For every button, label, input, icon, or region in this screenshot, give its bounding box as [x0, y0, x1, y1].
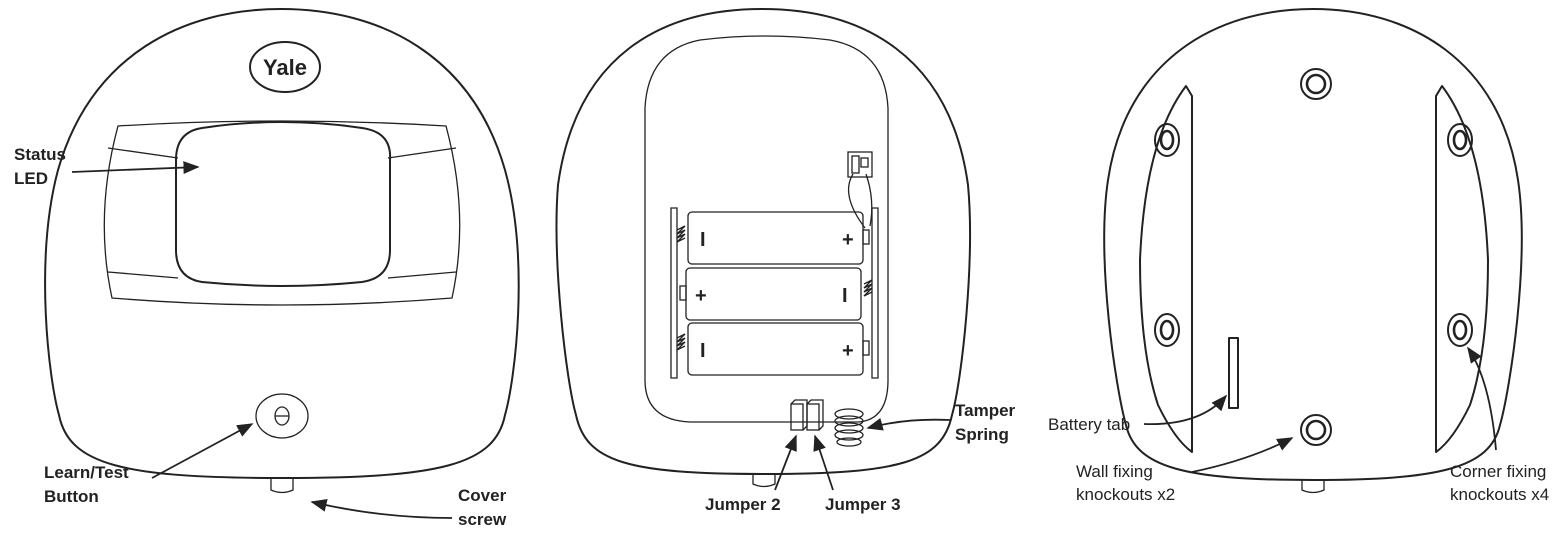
jumper-3-pointer	[813, 434, 834, 491]
yale-logo: Yale	[263, 55, 307, 80]
battery-1	[687, 211, 864, 265]
back-left-rail	[1139, 85, 1193, 453]
yale-logo-oval	[249, 41, 321, 93]
tamper-spring-label: Tamper Spring	[955, 401, 1020, 444]
connector	[847, 151, 873, 178]
jumper-2	[790, 403, 804, 431]
wall-fixing-pointer	[1191, 437, 1294, 473]
front-view: Yale Status LED Learn/Test Button Cover …	[14, 8, 520, 529]
corner-knockout-bl	[1154, 313, 1180, 347]
battery-tab	[1228, 337, 1239, 409]
battery-tab-label: Battery tab	[1048, 415, 1130, 434]
battery-1-pos: +	[842, 229, 854, 251]
learn-test-button	[255, 393, 309, 439]
learn-test-label: Learn/Test Button	[44, 463, 133, 506]
battery-3	[687, 322, 864, 376]
front-lens-window	[103, 120, 461, 306]
battery-1-neg: I	[700, 229, 706, 251]
tamper-pointer	[866, 417, 951, 431]
status-led-pointer	[71, 161, 200, 175]
learn-test-pointer	[151, 423, 254, 479]
battery-3-neg: I	[700, 340, 706, 362]
wall-fixing-label: Wall fixing knockouts x2	[1076, 462, 1175, 504]
battery-tab-pointer	[1143, 394, 1228, 425]
corner-fixing-label: Corner fixing knockouts x4	[1450, 462, 1551, 504]
battery-compartment	[644, 35, 889, 423]
corner-knockout-tr	[1447, 123, 1473, 157]
front-cover-screw	[270, 478, 294, 494]
corner-knockout-br	[1447, 313, 1473, 347]
jumper-2-pointer	[774, 434, 797, 491]
jumper-3	[806, 403, 820, 431]
back-view: Battery tab Wall fixing knockouts x2 Cor…	[1048, 8, 1551, 504]
battery-2-neg: I	[842, 285, 848, 307]
front-lens-inner	[107, 147, 457, 279]
battery-2	[685, 267, 862, 321]
back-right-rail	[1435, 85, 1489, 453]
jumper-2-label: Jumper 2	[705, 495, 781, 514]
inside-view: I + + I I + Tamper Spring Jum	[555, 8, 1020, 514]
cover-screw-pointer	[310, 499, 453, 519]
battery-2-pos: +	[695, 285, 707, 307]
wall-knockout-bottom	[1300, 414, 1332, 446]
jumper-3-label: Jumper 3	[825, 495, 901, 514]
status-led-label: Status LED	[14, 145, 71, 188]
back-body-outline	[1103, 8, 1523, 481]
inside-body-outline	[555, 8, 971, 475]
status-led-window	[175, 121, 392, 287]
cover-screw-label: Cover screw	[458, 486, 511, 529]
battery-3-pos: +	[842, 340, 854, 362]
corner-knockout-tl	[1154, 123, 1180, 157]
front-body-outline	[44, 8, 520, 479]
corner-fixing-pointer	[1467, 346, 1497, 451]
wall-knockout-top	[1300, 68, 1332, 100]
tamper-spring	[834, 408, 864, 447]
